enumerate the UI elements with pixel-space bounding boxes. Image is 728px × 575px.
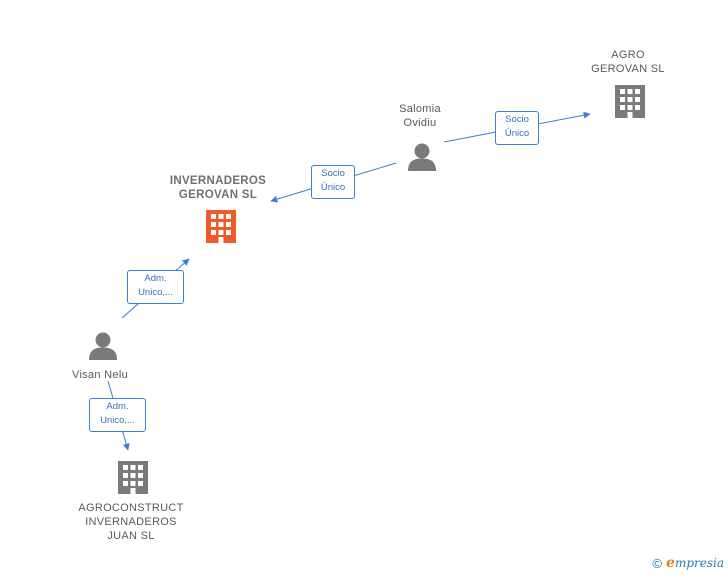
building-icon [118,461,148,494]
node-label-visan-nelu[interactable]: Visan Nelu [72,369,128,381]
building-icon [615,85,645,118]
node-label-invernaderos-gerovan[interactable]: INVERNADEROS GEROVAN SL [169,175,267,201]
person-icon [408,143,436,171]
node-label-salomia-ovidiu[interactable]: Salomia Ovidiu [399,103,441,129]
empresia-logo: empresia [666,555,724,571]
person-icon [89,332,117,360]
footer-branding: © empresia [652,555,724,571]
building-icon-focus [206,210,236,243]
node-label-agroconstruct[interactable]: AGROCONSTRUCT INVERNADEROS JUAN SL [78,502,184,542]
edge-label-adm-unico: Adm. Unico,... [89,398,146,432]
edge-label-socio-unico: Socio Único [311,165,355,199]
logo-text: mpresia [674,556,724,570]
copyright-symbol: © [652,555,663,571]
edge-label-adm-unico: Adm. Unico,... [127,270,184,304]
logo-initial: e [666,555,675,571]
node-label-agro-gerovan[interactable]: AGRO GEROVAN SL [591,49,665,75]
edge-label-socio-unico: Socio Único [495,111,539,145]
